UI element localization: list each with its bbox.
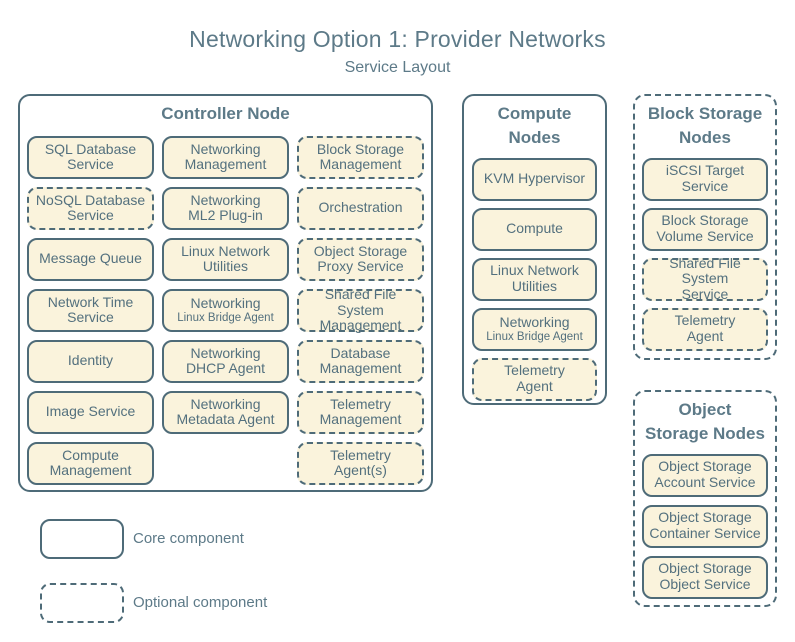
service-box-label: Telemetry Management xyxy=(319,395,402,428)
service-box-label: Networking Management xyxy=(184,140,267,173)
service-box-label: Telemetry Agent xyxy=(504,362,565,395)
service-box: Identity xyxy=(27,339,154,383)
service-box: Orchestration xyxy=(297,186,424,230)
group-object-storage-nodes: Object Storage Nodes Object Storage Acco… xyxy=(633,390,777,607)
service-box: Telemetry Management xyxy=(297,390,424,434)
service-box: Block Storage Volume Service xyxy=(642,207,768,251)
service-box: Object Storage Proxy Service xyxy=(297,237,424,281)
service-box-label: Compute xyxy=(506,220,563,237)
service-box: iSCSI Target Service xyxy=(642,157,768,201)
service-box-label: Compute Management xyxy=(49,446,132,479)
service-box-label: Database Management xyxy=(319,344,402,377)
service-box-label: SQL Database Service xyxy=(44,140,137,173)
legend-optional-label: Optional component xyxy=(133,594,268,611)
group-heading-compute-nodes: Compute Nodes xyxy=(497,104,572,147)
service-box: Network Time Service xyxy=(27,288,154,332)
service-box: Networking ML2 Plug-in xyxy=(162,186,289,230)
service-box: Object Storage Container Service xyxy=(642,504,768,548)
service-box-label: iSCSI Target Service xyxy=(665,162,745,195)
service-box-label: Telemetry Agent(s) xyxy=(330,446,391,479)
group-block-storage-nodes: Block Storage Nodes iSCSI Target Service… xyxy=(633,94,777,360)
legend-optional-swatch xyxy=(40,583,124,623)
service-box-label: Shared File System Service xyxy=(669,254,741,303)
service-box-label: Image Service xyxy=(45,403,136,420)
service-box-sublabel: Linux Bridge Agent xyxy=(486,330,583,343)
service-box-sublabel: Linux Bridge Agent xyxy=(177,311,274,324)
service-box: Networking Management xyxy=(162,135,289,179)
service-box: Telemetry Agent xyxy=(472,357,597,401)
service-box-label: Message Queue xyxy=(39,250,142,267)
service-box: SQL Database Service xyxy=(27,135,154,179)
service-box-label: Object Storage Object Service xyxy=(658,560,752,593)
service-box: Shared File System Management xyxy=(297,285,424,334)
service-box: Object Storage Object Service xyxy=(642,555,768,599)
service-box-label: Object Storage Proxy Service xyxy=(313,242,408,275)
group-heading-controller-node: Controller Node xyxy=(161,104,290,123)
service-box: Compute xyxy=(472,207,597,251)
service-box: Database Management xyxy=(297,339,424,383)
service-box-label: KVM Hypervisor xyxy=(483,170,586,187)
group-heading-block-storage-nodes: Block Storage Nodes xyxy=(647,104,763,147)
page-title: Networking Option 1: Provider Networks xyxy=(189,26,606,52)
service-box: Compute Management xyxy=(27,441,154,485)
service-box-label: Telemetry Agent xyxy=(674,312,736,345)
service-box-label: Networking DHCP Agent xyxy=(185,344,266,377)
service-box: Shared File System Service xyxy=(642,254,768,303)
legend-core-label: Core component xyxy=(133,530,244,547)
service-box-label: Object Storage Container Service xyxy=(649,509,761,542)
page-subtitle: Service Layout xyxy=(344,59,451,76)
service-box-label: Networking xyxy=(190,294,261,311)
service-box: Object Storage Account Service xyxy=(642,453,768,497)
service-box: Networking DHCP Agent xyxy=(162,339,289,383)
service-box-label: Orchestration xyxy=(318,199,403,216)
service-box: NoSQL Database Service xyxy=(27,186,154,230)
service-box: Linux Network Utilities xyxy=(472,257,597,301)
service-box-label: Linux Network Utilities xyxy=(490,262,579,295)
legend-core-swatch xyxy=(40,519,124,559)
service-box-label: Networking xyxy=(499,313,570,330)
service-box-label: Networking Metadata Agent xyxy=(176,395,275,428)
service-box: Linux Network Utilities xyxy=(162,237,289,281)
service-box: KVM Hypervisor xyxy=(472,157,597,201)
service-box-label: Identity xyxy=(67,352,114,369)
service-box-label: Object Storage Account Service xyxy=(654,458,756,491)
service-box: Block Storage Management xyxy=(297,135,424,179)
service-box-label: Block Storage Management xyxy=(316,140,405,173)
service-box-label: Shared File System Management xyxy=(319,285,402,334)
service-box: Networking Metadata Agent xyxy=(162,390,289,434)
service-box: Telemetry Agent(s) xyxy=(297,441,424,485)
service-box-label: Block Storage Volume Service xyxy=(656,212,754,245)
service-box: Message Queue xyxy=(27,237,154,281)
service-box-label: NoSQL Database Service xyxy=(35,191,146,224)
service-box-label: Networking ML2 Plug-in xyxy=(188,191,263,224)
service-box-label: Linux Network Utilities xyxy=(181,242,270,275)
service-box-label: Network Time Service xyxy=(47,293,134,326)
service-box: Image Service xyxy=(27,390,154,434)
service-box: Telemetry Agent xyxy=(642,307,768,351)
group-heading-object-storage-nodes: Object Storage Nodes xyxy=(645,400,765,443)
